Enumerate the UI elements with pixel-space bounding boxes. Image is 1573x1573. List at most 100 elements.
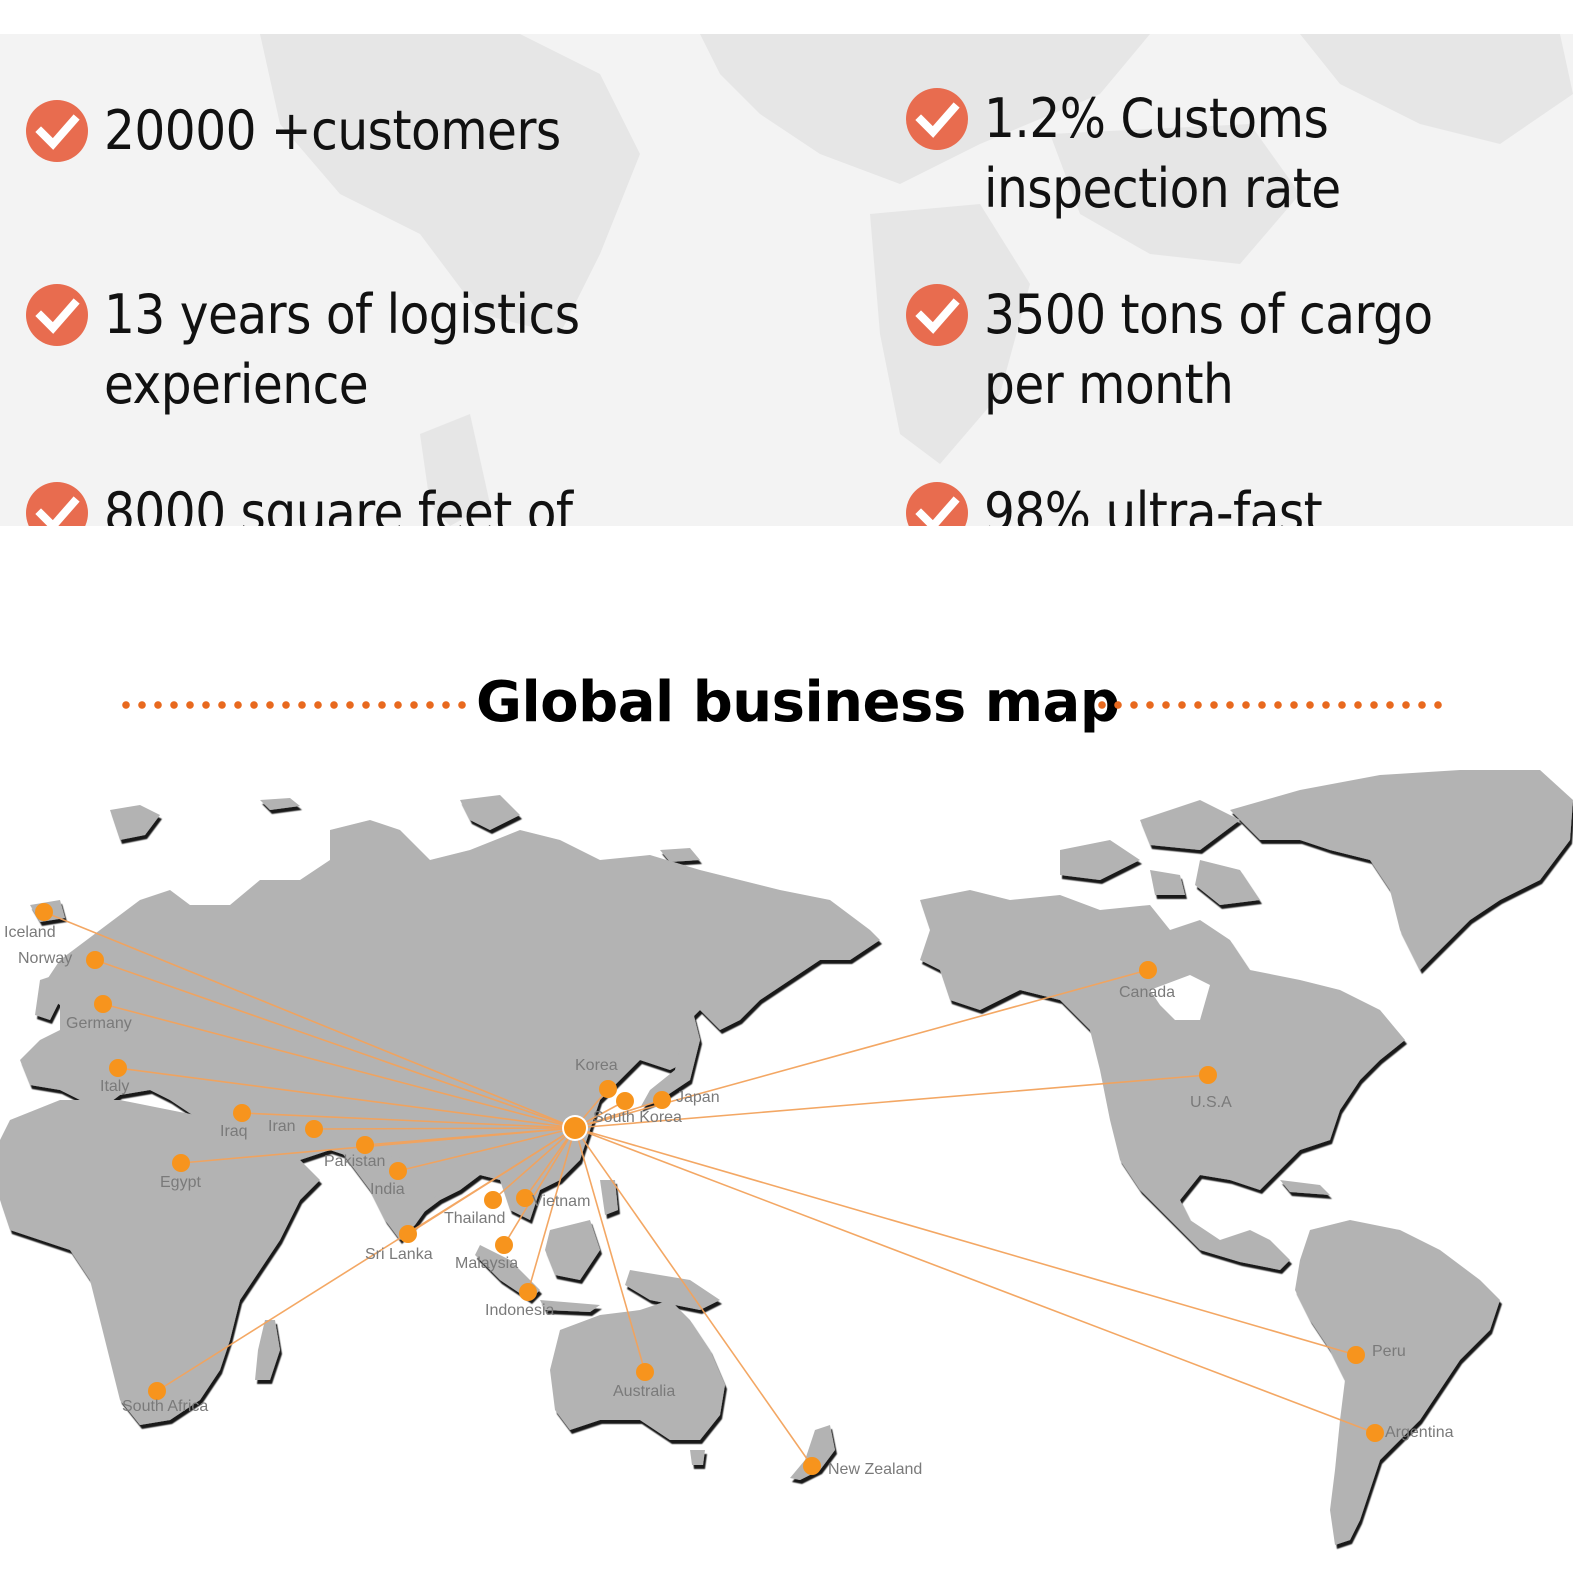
location-label: Australia (613, 1383, 676, 1400)
left-dotted-divider (118, 701, 466, 709)
location-label: U.S.A (1190, 1094, 1232, 1111)
background-world-map-watermark (260, 34, 1573, 526)
location-dot-icon[interactable] (1199, 1066, 1217, 1084)
right-dotted-divider (1094, 701, 1442, 709)
stat-line: 13 years of logistics (104, 283, 580, 346)
location-dot-icon[interactable] (484, 1191, 502, 1209)
route-line (397, 1127, 576, 1172)
stat-line: 98% ultra-fast (984, 481, 1323, 526)
landmass-borneo (545, 1220, 600, 1280)
stat-line: 3500 tons of cargo (984, 283, 1433, 346)
location-label: Norway (18, 950, 73, 967)
location-dot-icon[interactable] (599, 1080, 617, 1098)
location-label: Italy (100, 1078, 130, 1095)
location-label: Iran (268, 1118, 296, 1135)
location-dot-icon[interactable] (803, 1457, 821, 1475)
landmass-india (340, 1150, 440, 1240)
location-label: South Korea (593, 1109, 682, 1126)
location-dot-icon[interactable] (172, 1154, 190, 1172)
check-circle-icon (26, 100, 88, 162)
location-dot-icon[interactable] (1139, 961, 1157, 979)
check-circle-icon (906, 482, 968, 526)
world-map (0, 770, 1573, 1545)
location-dot-icon[interactable] (653, 1091, 671, 1109)
location-dot-icon[interactable] (516, 1189, 534, 1207)
stat-line: inspection rate (984, 157, 1341, 220)
location-dot-icon[interactable] (1366, 1424, 1384, 1442)
route-line (574, 1127, 1357, 1356)
check-circle-icon (906, 88, 968, 150)
stat-line: per month (984, 353, 1234, 416)
location-label: Korea (575, 1057, 618, 1074)
location-label: Peru (1372, 1343, 1406, 1360)
route-line (574, 1074, 1209, 1129)
landmass-south-america (1295, 1220, 1500, 1545)
landmass-greenland (1230, 770, 1573, 970)
hub-marker-icon[interactable] (562, 1115, 588, 1141)
route-line (574, 1127, 646, 1373)
location-dot-icon[interactable] (399, 1225, 417, 1243)
location-dot-icon[interactable] (86, 951, 104, 969)
route-line (574, 1127, 1376, 1434)
location-label: Canada (1119, 984, 1176, 1001)
stats-section: 20000 +customers 13 years of logistics e… (0, 34, 1573, 526)
route-line (492, 1127, 576, 1201)
location-dot-icon[interactable] (1347, 1346, 1365, 1364)
stat-line: 8000 square feet of (104, 481, 573, 526)
location-dot-icon[interactable] (636, 1363, 654, 1381)
landmass-africa (0, 1100, 300, 1425)
map-title-row: Global business map (0, 668, 1573, 738)
location-dot-icon[interactable] (616, 1092, 634, 1110)
location-dot-icon[interactable] (519, 1283, 537, 1301)
check-circle-icon (26, 284, 88, 346)
location-label: Pakistan (324, 1153, 386, 1170)
stat-text: 3500 tons of cargo per month (984, 280, 1433, 420)
landmass-japan (640, 1000, 700, 1108)
landmass-arabia (210, 1130, 320, 1210)
continents (0, 770, 1573, 1545)
location-dot-icon[interactable] (233, 1104, 251, 1122)
location-label: Japan (676, 1089, 720, 1106)
route-line (43, 911, 576, 1129)
check-circle-icon (26, 482, 88, 526)
stat-customers: 20000 +customers (26, 96, 561, 166)
location-dot-icon[interactable] (148, 1382, 166, 1400)
location-label: New Zealand (828, 1461, 923, 1478)
stat-text: 20000 +customers (104, 96, 561, 166)
stat-text: 13 years of logistics experience (104, 280, 580, 420)
landmass-eurasia (20, 820, 880, 1230)
stat-cargo: 3500 tons of cargo per month (906, 280, 1433, 420)
stat-warehouse: 8000 square feet of warehouse space (26, 478, 573, 526)
check-circle-icon (906, 284, 968, 346)
route-line (241, 1112, 576, 1129)
stat-line: 1.2% Customs (984, 87, 1329, 150)
location-dot-icon[interactable] (389, 1162, 407, 1180)
stat-response-rate: 98% ultra-fast response rate (906, 478, 1323, 526)
route-line (527, 1127, 576, 1293)
location-dot-icon[interactable] (495, 1236, 513, 1254)
route-line (524, 1127, 576, 1199)
route-line (117, 1067, 576, 1129)
location-dot-icon[interactable] (35, 903, 53, 921)
location-label: Vietnam (532, 1193, 591, 1210)
stat-text: 1.2% Customs inspection rate (984, 84, 1341, 224)
map-title: Global business map (476, 670, 1120, 735)
landmass-new-zealand (790, 1425, 835, 1480)
location-label: Iceland (4, 924, 56, 941)
landmass-madagascar (255, 1320, 280, 1380)
stat-line: experience (104, 353, 369, 416)
location-label: Malaysia (455, 1255, 519, 1272)
stat-customs-rate: 1.2% Customs inspection rate (906, 84, 1341, 224)
location-dot-icon[interactable] (94, 995, 112, 1013)
route-line (94, 959, 576, 1129)
stat-text: 8000 square feet of warehouse space (104, 478, 573, 526)
landmass-north-america (920, 890, 1405, 1270)
location-label: Indonesia (485, 1302, 555, 1319)
location-dot-icon[interactable] (356, 1136, 374, 1154)
stat-line: 20000 +customers (104, 99, 561, 162)
location-dot-icon[interactable] (109, 1059, 127, 1077)
location-dot-icon[interactable] (305, 1120, 323, 1138)
route-line (574, 1127, 813, 1467)
stat-text: 98% ultra-fast response rate (984, 478, 1323, 526)
location-label: Iraq (220, 1123, 248, 1140)
